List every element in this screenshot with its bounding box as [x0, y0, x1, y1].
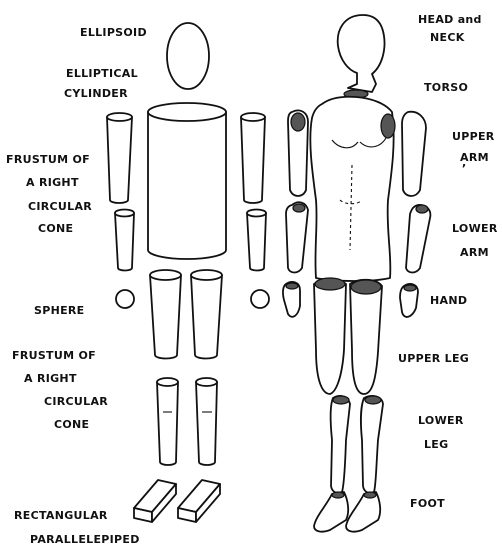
label-torso: TORSO [424, 81, 468, 94]
right-upper-leg-shape [350, 280, 382, 394]
label-lower-arm-line2: ARM [460, 246, 489, 259]
label-ellipsoid: ELLIPSOID [80, 26, 147, 39]
label-frustum-leg-line4: CONE [54, 418, 89, 431]
left-ankle-joint [332, 492, 344, 498]
right-elbow-joint [416, 205, 428, 213]
label-lower-leg-line1: LOWER [418, 414, 464, 427]
left-upper-leg-frustum-shape [150, 270, 181, 359]
label-rectangular: RECTANGULAR [14, 509, 108, 522]
right-lower-arm-shape [406, 205, 430, 273]
label-head-line1: HEAD and [418, 13, 482, 26]
label-frustum-arm-line2: A RIGHT [26, 176, 79, 189]
left-upper-arm-frustum-shape [107, 113, 132, 203]
label-upper-arm-line1: UPPER [452, 130, 495, 143]
right-upper-leg-frustum-shape [191, 270, 222, 359]
left-foot-parallelepiped-shape [134, 480, 176, 522]
label-frustum-arm-line1: FRUSTUM OF [6, 153, 90, 166]
label-frustum-leg-line2: A RIGHT [24, 372, 77, 385]
left-elbow-joint [293, 204, 305, 212]
right-upper-arm-frustum-shape [241, 113, 265, 203]
label-cylinder: CYLINDER [64, 87, 128, 100]
label-frustum-leg-line3: CIRCULAR [44, 395, 108, 408]
right-wrist-joint [404, 285, 416, 291]
left-wrist-joint [286, 283, 298, 289]
ellipsoid-head-shape [167, 23, 209, 89]
head-shape [338, 15, 385, 92]
left-shoulder-joint [291, 113, 305, 131]
right-hand-sphere-shape [251, 290, 269, 308]
left-lower-arm-shape [286, 202, 308, 272]
left-knee-joint [333, 396, 349, 404]
label-lower-arm-line1: LOWER [452, 222, 498, 235]
label-hand: HAND [430, 294, 467, 307]
left-lower-arm-frustum-shape [115, 210, 134, 271]
label-lower-leg-line2: LEG [424, 438, 448, 451]
label-elliptical: ELLIPTICAL [66, 67, 138, 80]
elliptical-cylinder-torso-shape [148, 103, 226, 259]
left-hand-sphere-shape [116, 290, 134, 308]
label-parallelepiped: PARALLELEPIPED [30, 533, 140, 546]
label-upper-arm-line2: ARM [460, 151, 489, 164]
right-shoulder-joint [381, 114, 395, 138]
left-lower-leg-frustum-shape [157, 378, 178, 465]
label-frustum-arm-line3: CIRCULAR [28, 200, 92, 213]
label-frustum-arm-line4: CONE [38, 222, 73, 235]
left-hip-joint [315, 278, 345, 290]
geometric-model [107, 23, 269, 522]
right-upper-arm-shape [402, 112, 426, 196]
left-upper-leg-shape [314, 280, 346, 395]
right-lower-leg-frustum-shape [196, 378, 217, 465]
right-knee-joint [365, 396, 381, 404]
right-foot-parallelepiped-shape [178, 480, 220, 522]
left-foot-shape [314, 492, 348, 532]
right-ankle-joint [364, 492, 376, 498]
label-foot: FOOT [410, 497, 445, 510]
right-foot-shape [346, 492, 380, 532]
right-lower-arm-frustum-shape [247, 210, 266, 271]
labels: ELLIPSOID ELLIPTICAL CYLINDER FRUSTUM OF… [6, 13, 498, 546]
right-hip-joint [351, 280, 381, 294]
left-lower-leg-shape [331, 396, 350, 493]
right-lower-leg-shape [361, 396, 383, 493]
label-frustum-leg-line1: FRUSTUM OF [12, 349, 96, 362]
label-head-line2: NECK [430, 31, 465, 44]
label-sphere: SPHERE [34, 304, 85, 317]
label-upper-leg: UPPER LEG [398, 352, 469, 365]
